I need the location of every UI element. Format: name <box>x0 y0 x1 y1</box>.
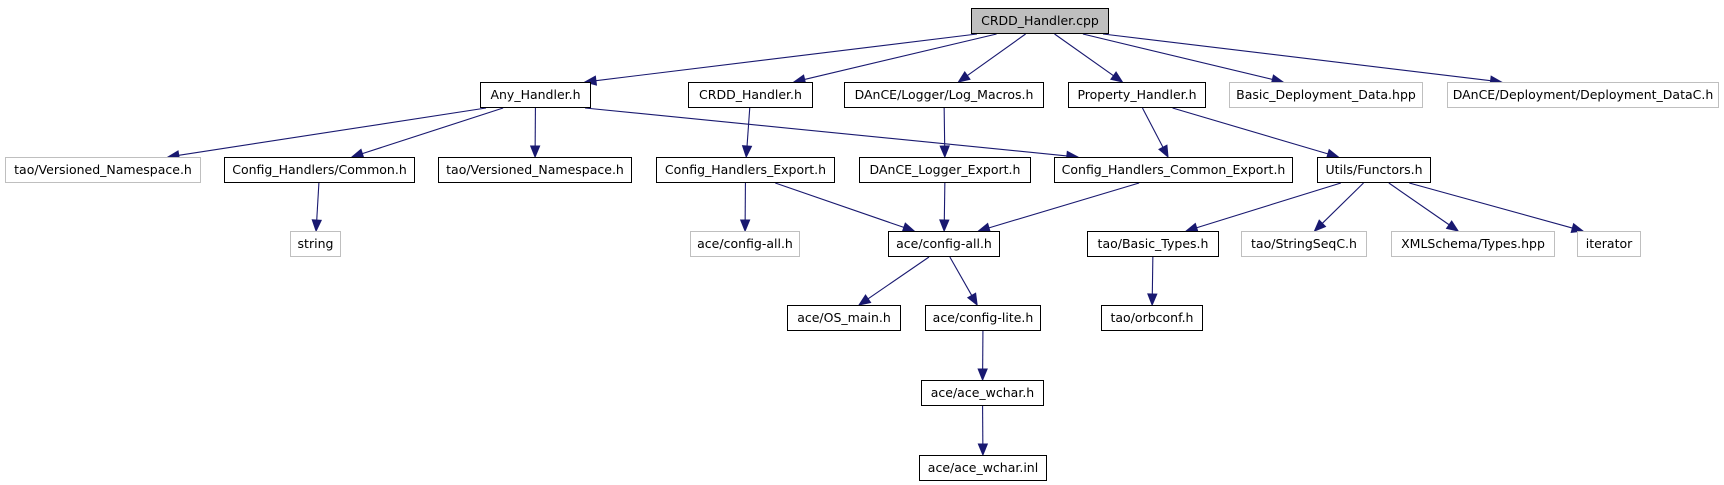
arrowhead-icon <box>977 368 988 382</box>
arrowhead-icon <box>977 443 989 457</box>
node-utils-functors[interactable]: Utils/Functors.h <box>1317 157 1431 183</box>
edge-line <box>316 182 320 221</box>
arrowhead-icon <box>741 145 753 159</box>
edge-line <box>595 33 978 82</box>
node-property-handler[interactable]: Property_Handler.h <box>1068 82 1206 108</box>
node-ace-os-main[interactable]: ace/OS_main.h <box>787 305 901 331</box>
node-ace-config-all-ext: ace/config-all.h <box>690 231 800 257</box>
edge-crdd-handler-h-to-config-handlers-export <box>741 107 753 159</box>
edge-line <box>584 107 1067 157</box>
node-dance-logger-export[interactable]: DAnCE_Logger_Export.h <box>859 157 1031 183</box>
edge-line <box>1151 256 1154 295</box>
node-ace-wchar-h[interactable]: ace/ace_wchar.h <box>921 380 1044 406</box>
arrowhead-icon <box>1110 71 1124 83</box>
node-log-macros[interactable]: DAnCE/Logger/Log_Macros.h <box>844 82 1044 108</box>
node-config-handlers-common-export[interactable]: Config_Handlers_Common_Export.h <box>1054 157 1293 183</box>
edge-root-to-log-macros <box>957 33 1026 83</box>
edge-property-handler-to-utils-functors <box>1172 107 1340 159</box>
edge-tao-basic-types-to-tao-orbconf <box>1147 256 1158 307</box>
edge-any-handler-to-config-handlers-common <box>350 107 504 159</box>
arrowhead-icon <box>966 292 978 307</box>
node-ace-config-lite[interactable]: ace/config-lite.h <box>925 305 1041 331</box>
node-tao-orbconf[interactable]: tao/orbconf.h <box>1101 305 1203 331</box>
arrowhead-icon <box>1147 293 1158 307</box>
edge-log-macros-to-dance-logger-export <box>939 107 950 159</box>
edge-any-handler-to-config-handlers-common-export <box>584 107 1080 162</box>
edge-line <box>1388 182 1450 226</box>
edge-utils-functors-to-tao-stringseqc <box>1313 182 1364 232</box>
arrowhead-icon <box>857 294 872 306</box>
arrowhead-icon <box>1445 220 1460 232</box>
edge-ace-wchar-h-to-ace-wchar-inl <box>977 405 989 457</box>
node-tao-versioned-ns[interactable]: tao/Versioned_Namespace.h <box>438 157 632 183</box>
arrowhead-icon <box>1158 144 1169 159</box>
arrowhead-icon <box>529 145 541 159</box>
node-basic-deployment-data: Basic_Deployment_Data.hpp <box>1229 82 1423 108</box>
edge-config-handlers-common-to-string <box>311 182 323 233</box>
edge-dance-logger-export-to-ace-config-all <box>939 182 950 233</box>
edge-ace-config-all-to-ace-config-lite <box>949 256 978 307</box>
node-crdd-handler-h[interactable]: CRDD_Handler.h <box>688 82 813 108</box>
edge-ace-config-all-to-ace-os-main <box>857 256 930 306</box>
edge-root-to-deployment-datac <box>1102 33 1503 86</box>
node-string: string <box>290 231 341 257</box>
edge-property-handler-to-config-handlers-common-export <box>1141 107 1169 159</box>
edge-line <box>1409 182 1573 229</box>
edge-line <box>867 256 930 300</box>
edge-line <box>178 107 487 156</box>
edge-line <box>746 107 751 147</box>
node-any-handler[interactable]: Any_Handler.h <box>480 82 591 108</box>
node-ace-config-all[interactable]: ace/config-all.h <box>888 231 1000 257</box>
arrowhead-icon <box>957 71 971 83</box>
edge-config-handlers-export-to-ace-config-all <box>775 182 916 233</box>
edge-line <box>943 182 946 221</box>
edge-line <box>943 107 946 147</box>
arrowhead-icon <box>939 219 950 233</box>
edge-config-handlers-export-to-ace-config-all-ext <box>739 182 751 233</box>
edge-root-to-any-handler <box>583 33 978 86</box>
node-iterator: iterator <box>1577 231 1641 257</box>
arrowhead-icon <box>1313 219 1327 232</box>
edge-any-handler-to-tao-versioned-ns-ext <box>166 107 487 161</box>
node-tao-versioned-ns-ext: tao/Versioned_Namespace.h <box>5 157 201 183</box>
node-tao-basic-types[interactable]: tao/Basic_Types.h <box>1087 231 1219 257</box>
edge-ace-config-lite-to-ace-wchar-h <box>977 330 988 382</box>
arrowhead-icon <box>939 145 950 159</box>
edge-line <box>1102 33 1491 82</box>
edge-config-handlers-common-export-to-ace-config-all <box>977 182 1140 233</box>
edge-line <box>1054 33 1114 77</box>
edge-root-to-property-handler <box>1054 33 1124 83</box>
edge-any-handler-to-tao-versioned-ns <box>529 107 541 159</box>
edge-utils-functors-to-xmlschema-types <box>1388 182 1460 232</box>
edge-line <box>1141 107 1164 148</box>
arrowhead-icon <box>739 219 751 233</box>
edge-line <box>1082 33 1273 80</box>
edge-line <box>988 182 1140 229</box>
edge-utils-functors-to-iterator <box>1409 182 1585 233</box>
node-tao-stringseqc: tao/StringSeqC.h <box>1241 231 1367 257</box>
edge-line <box>967 33 1026 77</box>
arrowhead-icon <box>311 219 323 233</box>
edge-line <box>1321 182 1364 224</box>
node-root: CRDD_Handler.cpp <box>971 8 1109 34</box>
node-config-handlers-export[interactable]: Config_Handlers_Export.h <box>656 157 835 183</box>
node-config-handlers-common[interactable]: Config_Handlers/Common.h <box>224 157 415 183</box>
edge-line <box>949 256 973 296</box>
edge-line <box>804 33 997 80</box>
node-deployment-datac: DAnCE/Deployment/Deployment_DataC.h <box>1447 82 1719 108</box>
edge-line <box>362 107 504 155</box>
node-ace-wchar-inl[interactable]: ace/ace_wchar.inl <box>919 455 1047 481</box>
edge-line <box>1172 107 1329 155</box>
edge-line <box>1196 182 1342 229</box>
edge-line <box>775 182 905 228</box>
node-xmlschema-types: XMLSchema/Types.hpp <box>1391 231 1555 257</box>
